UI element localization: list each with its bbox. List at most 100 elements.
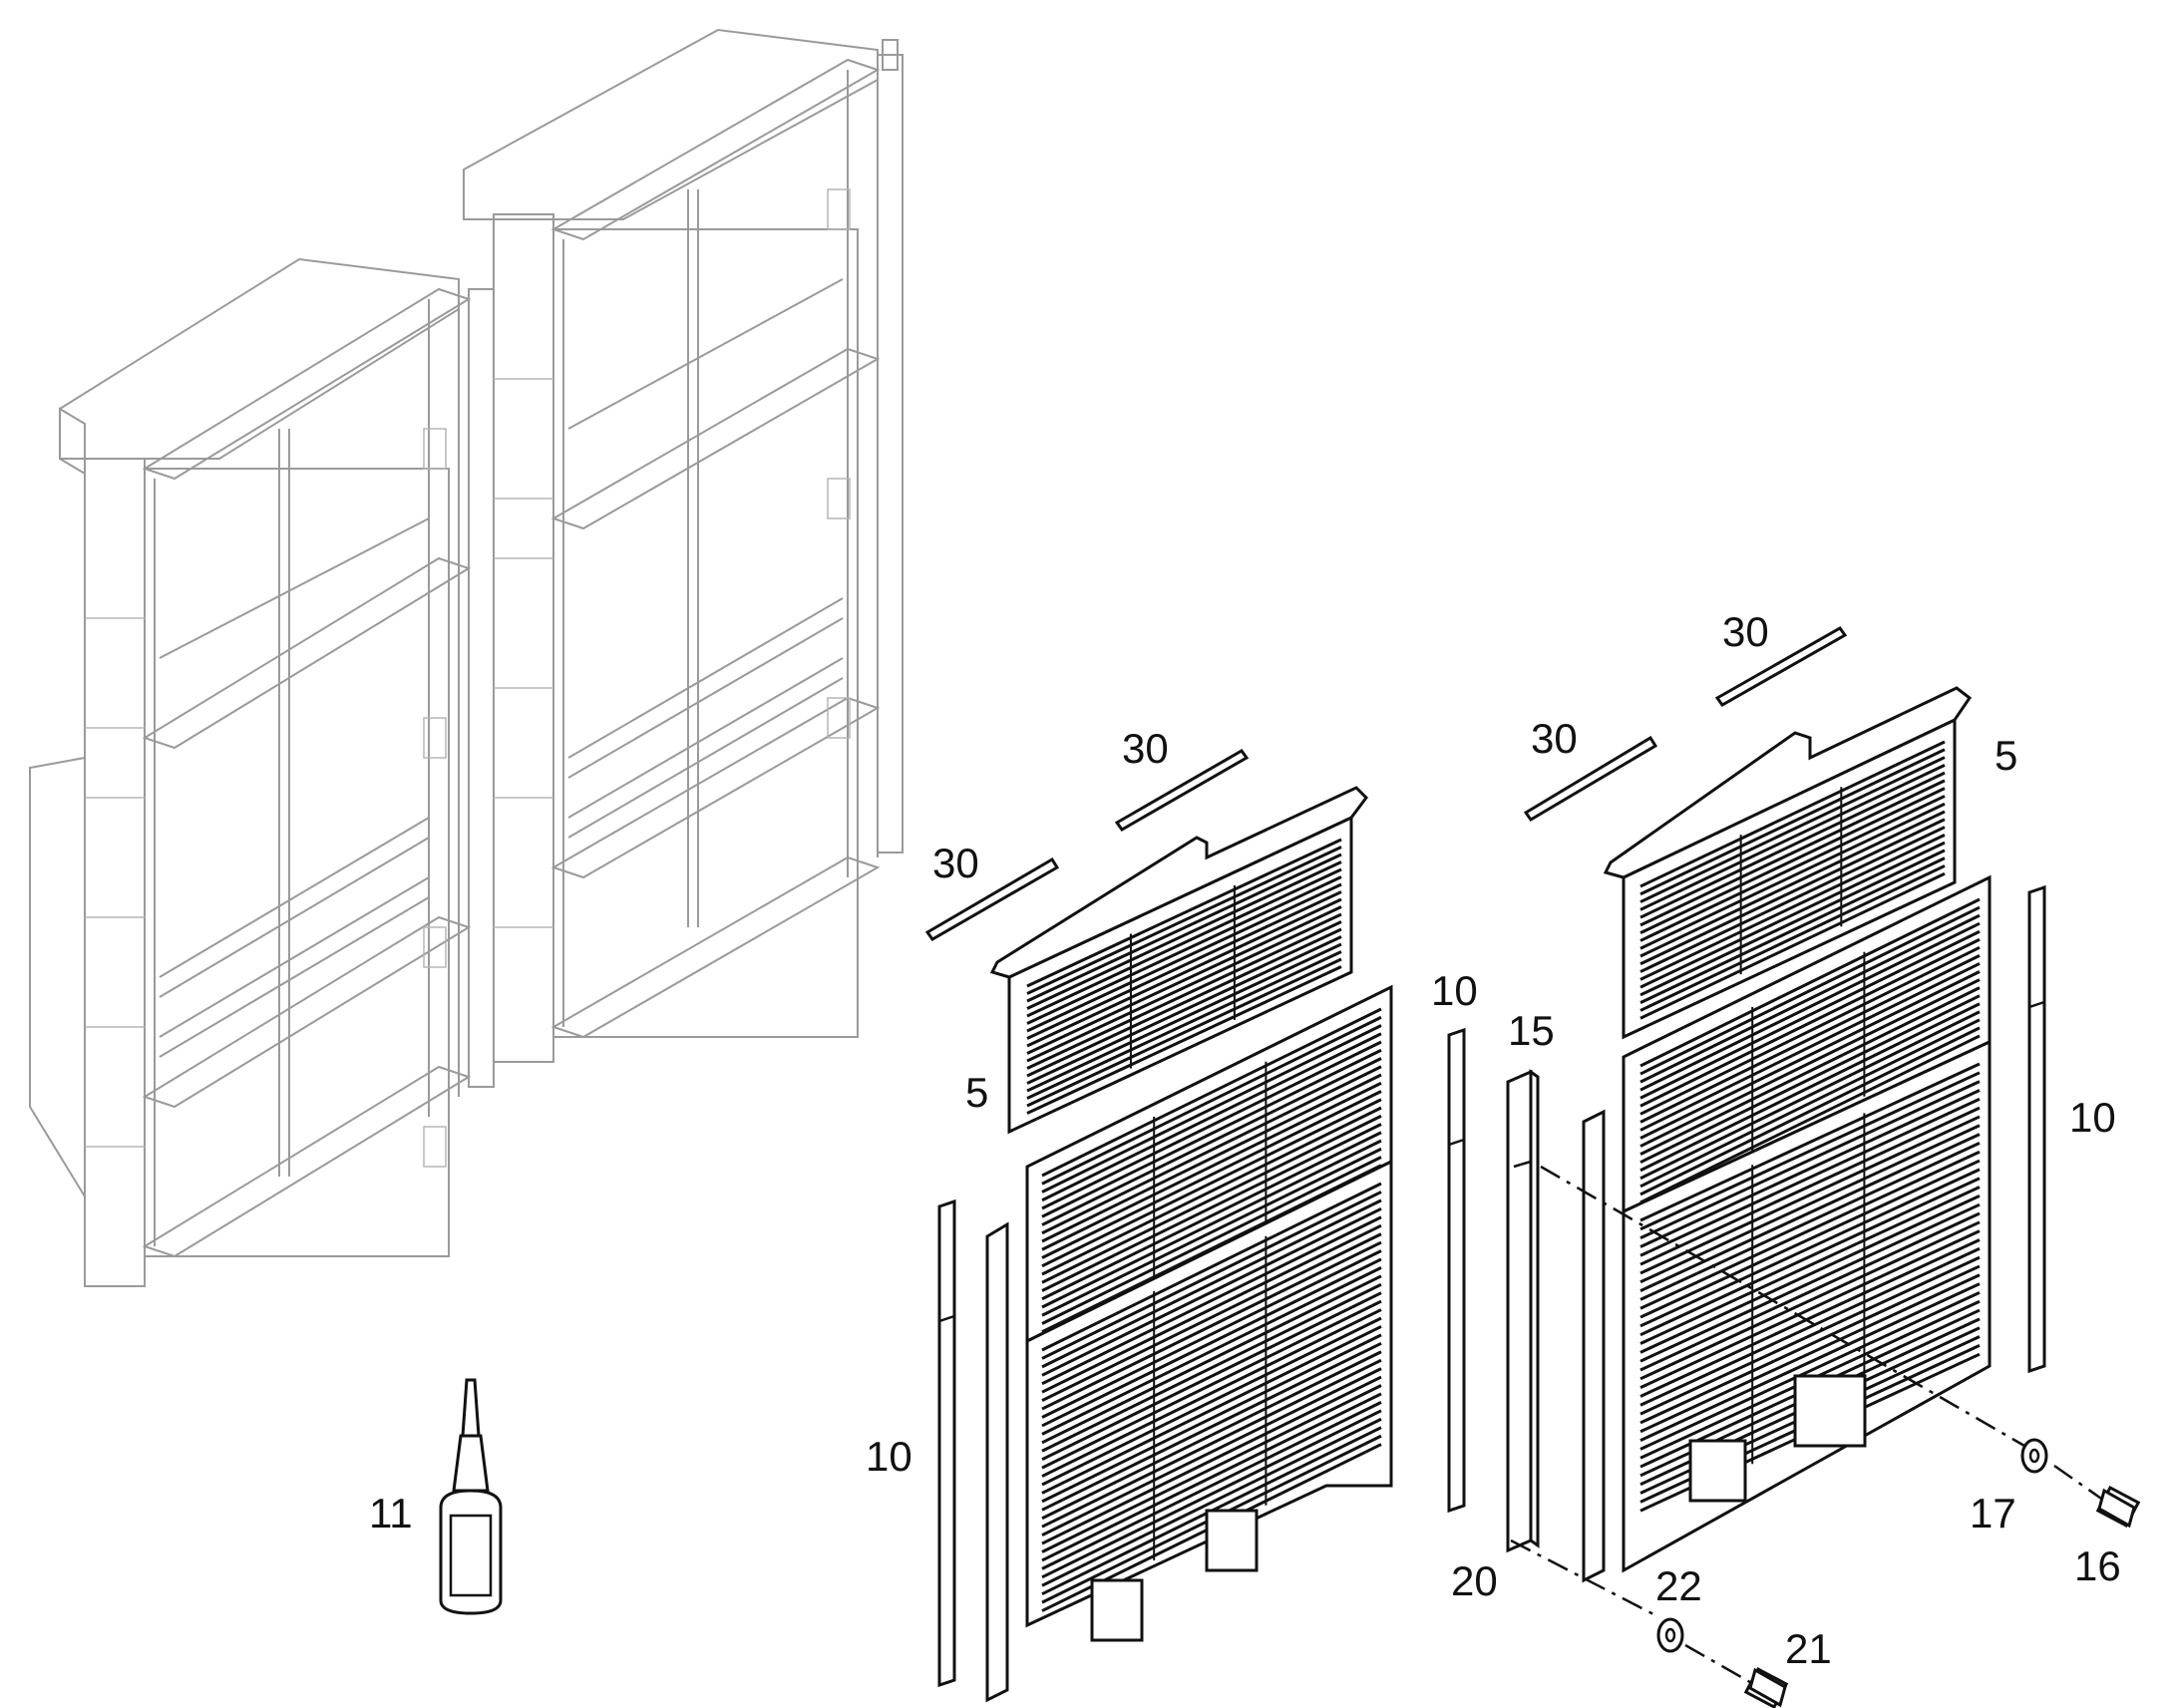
- filter-slat: [1041, 1249, 1382, 1419]
- filter-slat: [1639, 1159, 1981, 1319]
- callout-20: 20: [1451, 1557, 1498, 1604]
- filter-slat: [1026, 838, 1342, 988]
- washer-17: [2020, 1438, 2048, 1474]
- right-panel-side-frame: [1582, 1109, 1606, 1583]
- filter-slat: [1041, 1316, 1382, 1487]
- left-bottom-filter-panel: [1025, 1159, 1393, 1642]
- filter-slat: [1041, 1223, 1382, 1394]
- filter-slat: [1639, 833, 1946, 981]
- callout-21: 21: [1785, 1625, 1832, 1672]
- filter-slat: [1041, 1182, 1382, 1352]
- filter-slat: [1639, 1273, 1981, 1434]
- filter-slat: [1639, 1246, 1981, 1407]
- filter-slat: [1639, 1026, 1981, 1196]
- filter-slat: [1041, 1206, 1382, 1377]
- filter-slat: [1041, 1032, 1382, 1202]
- bolt-21: [1743, 1666, 1789, 1708]
- filter-slat: [1639, 1115, 1981, 1275]
- filter-slat: [1639, 1002, 1981, 1173]
- filter-slat: [1639, 1186, 1981, 1345]
- filter-slat: [1026, 882, 1342, 1033]
- gasket-strips: [924, 626, 1848, 941]
- washer-22: [1656, 1617, 1684, 1653]
- filter-slat: [1639, 1142, 1981, 1301]
- filter-slat: [1041, 1007, 1382, 1178]
- filter-slat: [1639, 905, 1981, 1076]
- filter-slat: [1639, 740, 1946, 888]
- filter-slat: [1041, 1274, 1382, 1445]
- filter-slat: [1041, 1147, 1382, 1317]
- filter-slat: [1639, 913, 1981, 1084]
- filter-slat: [1041, 1098, 1382, 1268]
- right-middle-filter-panel: [1622, 874, 1992, 1214]
- filter-slat: [1639, 1255, 1981, 1416]
- filter-slat: [1041, 1417, 1382, 1587]
- filter-slat: [1041, 1131, 1382, 1301]
- callout-10-center: 10: [1431, 967, 1478, 1014]
- filter-slat: [1639, 970, 1981, 1140]
- filter-slat: [1639, 795, 1946, 942]
- filter-slat: [1026, 867, 1342, 1018]
- filter-slat: [1026, 927, 1342, 1078]
- callout-10-right: 10: [2069, 1094, 2116, 1141]
- filter-slat: [1639, 1229, 1981, 1390]
- filter-slat: [1026, 957, 1342, 1108]
- filter-slat: [1041, 1065, 1382, 1235]
- filter-slat: [1639, 1202, 1981, 1363]
- callout-11: 11: [369, 1490, 413, 1537]
- filter-slat: [1041, 1341, 1382, 1512]
- filter-slat: [1041, 1299, 1382, 1470]
- filter-slat: [1026, 942, 1342, 1093]
- filter-slat: [1639, 818, 1946, 966]
- filter-slat: [1639, 841, 1946, 989]
- filter-slat: [1639, 929, 1981, 1100]
- filter-slat: [1026, 965, 1342, 1115]
- gasket-strip-left-2: [1114, 749, 1250, 832]
- right-vertical-seal-strip: [2027, 884, 2046, 1374]
- filter-slat: [1639, 1034, 1981, 1204]
- filter-slat: [1639, 1071, 1981, 1231]
- filter-slat: [1041, 1139, 1382, 1309]
- filter-slat: [1026, 950, 1342, 1100]
- left-middle-filter-panel: [1025, 984, 1393, 1344]
- filter-slat: [1041, 1156, 1382, 1325]
- callout-30-left-inner: 30: [1122, 725, 1169, 772]
- filter-slat: [1639, 1220, 1981, 1381]
- filter-slat: [1639, 787, 1946, 935]
- filter-slat: [1639, 1211, 1981, 1372]
- callout-22: 22: [1655, 1562, 1702, 1609]
- left-panel-side-frame: [985, 1221, 1009, 1703]
- filter-slat: [1639, 1168, 1981, 1328]
- filter-slat: [1639, 978, 1981, 1148]
- side-channel-bracket: [1506, 1069, 1540, 1553]
- filter-slat: [1041, 1308, 1382, 1478]
- filter-slat: [1639, 962, 1981, 1132]
- callout-30-right-outer: 30: [1531, 715, 1578, 762]
- filter-slat: [1639, 945, 1981, 1116]
- filter-slat: [1041, 1401, 1382, 1570]
- filter-slat: [1041, 1350, 1382, 1521]
- filter-slat: [1026, 853, 1342, 1003]
- filter-slat: [1639, 1194, 1981, 1354]
- filter-slat: [1041, 1024, 1382, 1194]
- filter-slat: [1026, 846, 1342, 995]
- bolt-16: [2095, 1485, 2141, 1529]
- filter-slat: [1041, 1375, 1382, 1545]
- filter-slat: [1041, 1215, 1382, 1386]
- callout-5-right: 5: [1995, 732, 2017, 779]
- filter-slat: [1639, 994, 1981, 1165]
- filter-slat: [1639, 748, 1946, 896]
- filter-slat: [1041, 1232, 1382, 1402]
- housing-assembly-ghost: [29, 28, 904, 1287]
- filter-slat: [1639, 1062, 1981, 1222]
- filter-slat: [1026, 890, 1342, 1040]
- filter-slat: [1639, 856, 1946, 1005]
- filter-slat: [1639, 802, 1946, 950]
- callout-16: 16: [2074, 1542, 2121, 1589]
- callout-5-left: 5: [965, 1069, 988, 1116]
- housing-right-column: [463, 28, 904, 1063]
- filter-slat: [1639, 1150, 1981, 1310]
- filter-slat: [1041, 1073, 1382, 1243]
- filter-slat: [1041, 1291, 1382, 1462]
- callout-17: 17: [1970, 1490, 2016, 1537]
